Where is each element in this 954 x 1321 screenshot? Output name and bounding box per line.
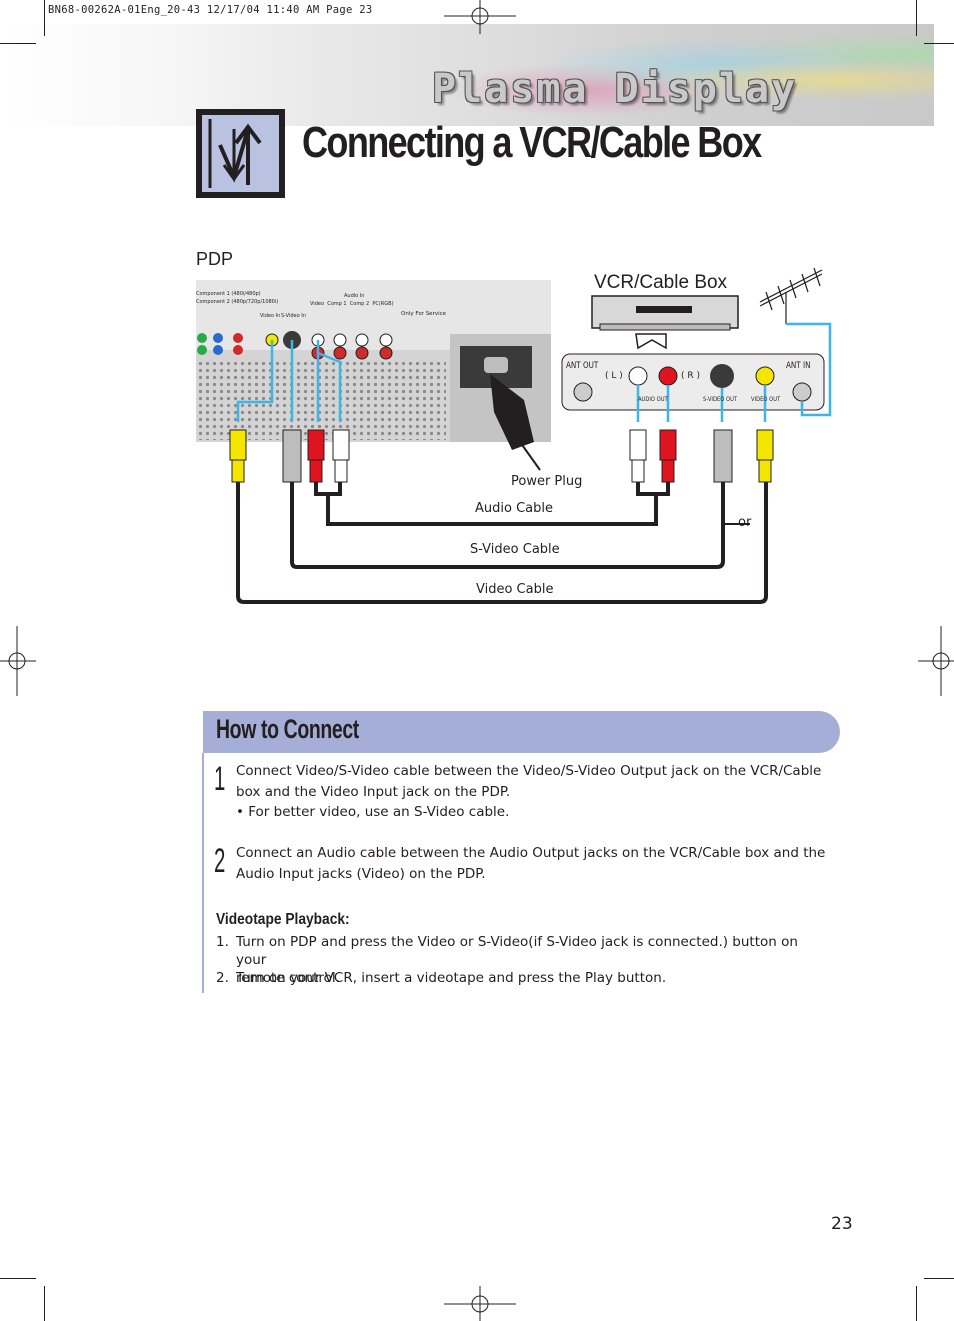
step-line: Audio Input jacks (Video) on the PDP. <box>236 865 486 882</box>
pdp-label: PDP <box>196 249 234 269</box>
antenna-cable <box>786 322 832 417</box>
video-cable-label: Video Cable <box>476 582 554 597</box>
section-icon-inner <box>202 115 279 192</box>
pdp-audio-pc-label: PC(RGB) <box>372 301 394 307</box>
or-label: or <box>738 515 752 530</box>
vcr-video-out-label: VIDEO OUT <box>751 395 781 403</box>
registration-mark-icon <box>444 1286 516 1321</box>
crop-mark <box>916 1286 917 1321</box>
pdp-video-in-label: Video In <box>260 313 281 319</box>
playback-line: Turn on PDP and press the Video or S-Vid… <box>236 934 798 968</box>
power-plug <box>490 374 541 471</box>
step-text: Connect Video/S-Video cable between the … <box>236 761 826 823</box>
pdp-plugs <box>229 429 350 483</box>
registration-mark-icon <box>444 0 516 34</box>
playback-text: Turn on PDP and press the Video or S-Vid… <box>236 933 826 987</box>
vcr-audio-l-jack <box>628 366 648 386</box>
pdp-component-jacks <box>197 333 243 355</box>
vcr-video-out-jack <box>755 366 775 386</box>
registration-mark-icon <box>0 626 36 696</box>
pdp-service-label: Only For Service <box>401 311 447 317</box>
playback-num: 2. <box>216 970 229 986</box>
crop-mark <box>924 1278 954 1279</box>
audio-cable <box>326 494 658 526</box>
crop-mark <box>924 43 954 44</box>
vcr-audio-out-label: AUDIO OUT <box>638 395 668 403</box>
step-line: box and the Video Input jack on the PDP. <box>236 783 511 800</box>
pdp-component2-label: Component 2 (480p/720p/1080i) <box>196 299 279 305</box>
registration-mark-icon <box>918 626 954 696</box>
pdp-audio-video-label: Video <box>310 301 325 307</box>
playback-heading: Videotape Playback: <box>216 911 350 928</box>
audio-cable-label: Audio Cable <box>475 501 553 516</box>
vcr-ant-out-jack <box>573 382 593 402</box>
step-text: Connect an Audio cable between the Audio… <box>236 843 826 884</box>
audio-pair-vcr <box>636 482 670 496</box>
pdp-audio-in-label: Audio In <box>344 293 365 299</box>
pdp-power-inlet <box>484 357 508 373</box>
vcr-box <box>591 295 739 331</box>
audio-pair-pdp <box>314 482 342 496</box>
pdp-audio-comp2-label: Comp 2 <box>349 301 370 307</box>
crop-mark <box>44 0 45 36</box>
crop-mark <box>0 1278 36 1279</box>
step-number: 1 <box>214 760 226 798</box>
pdp-svideo-in-label: S-Video In <box>281 313 306 319</box>
vcr-highlight-lines <box>636 385 767 422</box>
page-title: Connecting a VCR/Cable Box <box>302 118 762 167</box>
how-to-side-rule <box>202 753 204 993</box>
vcr-svideo-out-label: S-VIDEO OUT <box>703 395 738 403</box>
page-number: 23 <box>831 1214 853 1234</box>
pdp-component1-label: Component 1 (480i/480p) <box>196 291 261 297</box>
vcr-audio-r-jack <box>658 366 678 386</box>
svideo-cable <box>290 482 725 569</box>
print-slug: BN68-00262A-01Eng_20-43 12/17/04 11:40 A… <box>48 4 373 16</box>
pdp-highlight-lines <box>236 340 342 422</box>
step-line: • For better video, use an S-Video cable… <box>236 804 510 820</box>
pdp-audio-comp1-label: Comp 1 <box>327 301 347 307</box>
vcr-l-label: ( L ) <box>605 371 623 381</box>
vcr-ant-in-label: ANT IN <box>786 361 811 371</box>
antenna-icon <box>759 267 823 324</box>
vcr-ant-out-label: ANT OUT <box>566 361 599 371</box>
step-line: Connect Video/S-Video cable between the … <box>236 763 822 779</box>
vcr-svideo-out-jack <box>710 364 734 388</box>
crop-mark <box>916 0 917 36</box>
crop-mark <box>44 1286 45 1321</box>
step-number: 2 <box>214 842 226 880</box>
how-to-header-bar <box>203 711 840 753</box>
cables <box>236 482 768 604</box>
crop-mark <box>0 43 36 44</box>
vcr-plugs <box>629 429 774 483</box>
vcr-arrow <box>635 333 667 350</box>
vcr-r-label: ( R ) <box>681 371 700 381</box>
section-icon <box>196 109 285 198</box>
video-cable <box>236 482 768 604</box>
connection-diagram <box>196 267 832 604</box>
vcr-ant-in-jack <box>792 382 812 402</box>
how-to-heading: How to Connect <box>216 714 359 744</box>
playback-line: Turn on your VCR, insert a videotape and… <box>236 970 667 986</box>
connect-arrows-icon <box>208 119 262 188</box>
brand-title: Plasma Display <box>432 66 798 112</box>
svideo-cable-label: S-Video Cable <box>470 542 560 557</box>
step-line: Connect an Audio cable between the Audio… <box>236 845 826 861</box>
header-banner-glow <box>300 24 934 126</box>
vcr-label: VCR/Cable Box <box>594 272 728 293</box>
power-plug-label: Power Plug <box>511 474 583 489</box>
playback-num: 1. <box>216 934 229 950</box>
playback-line: remote control. <box>236 970 340 986</box>
vcr-rear-panel <box>561 353 825 411</box>
pdp-vent-dots <box>196 362 446 440</box>
